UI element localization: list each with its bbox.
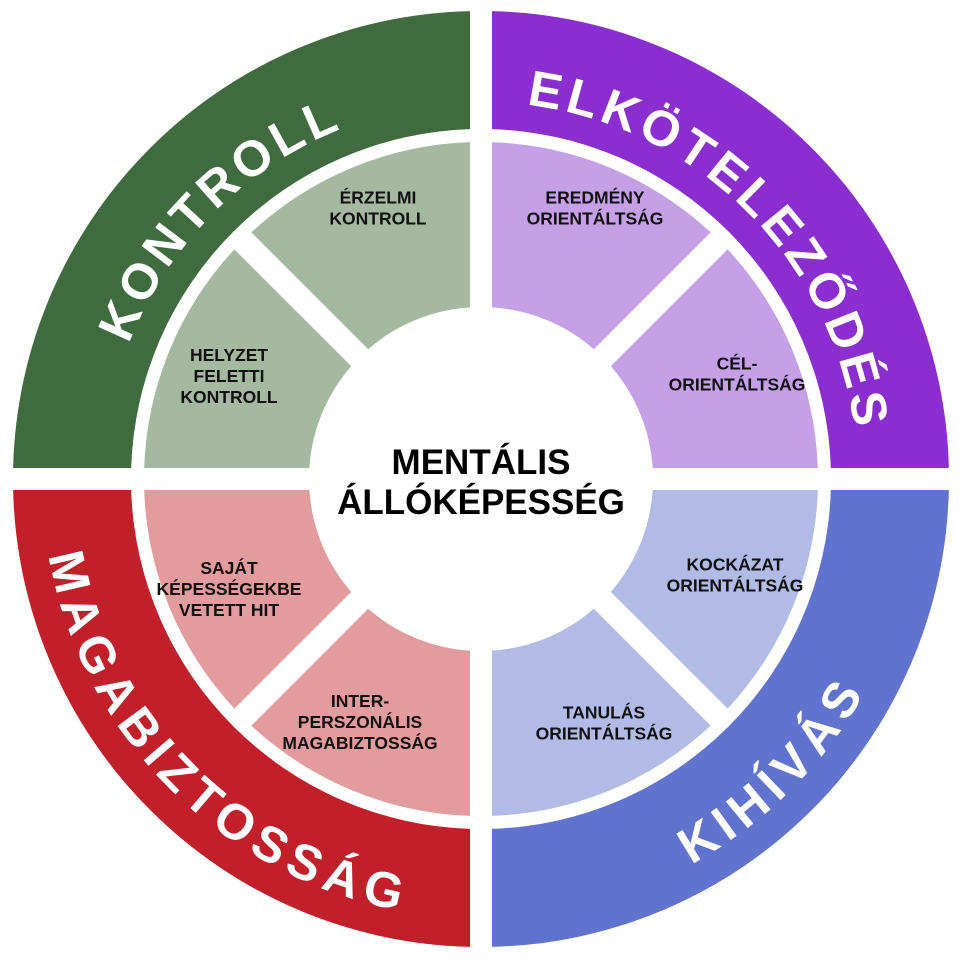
- sector-kockazat-orientaltsag: [610, 490, 818, 709]
- sector-eredmeny-orientaltsag: [492, 142, 711, 350]
- ring-segment-magabiztossag: [13, 490, 470, 947]
- sector-sajat-kepessegekbe-vetett-hit: [251, 608, 470, 816]
- ring-segment-elkotelezodes: [492, 11, 949, 468]
- sector-tanulas-orientaltsag: [492, 608, 711, 816]
- ring-segment-kontroll: [13, 11, 470, 468]
- sector-cel-orientaltsag: [610, 249, 818, 468]
- label-cel-orientaltsag: CÉL-ORIENTÁLTSÁG: [669, 353, 806, 395]
- ring-segment-kihivas: [492, 490, 949, 947]
- sector-helyzet-feletti-kontroll: [144, 249, 352, 468]
- sector-erzelmi-kontroll: [251, 142, 470, 350]
- center-circle: [315, 313, 647, 645]
- sector-interperszonalis-magabiztossag: [144, 490, 352, 709]
